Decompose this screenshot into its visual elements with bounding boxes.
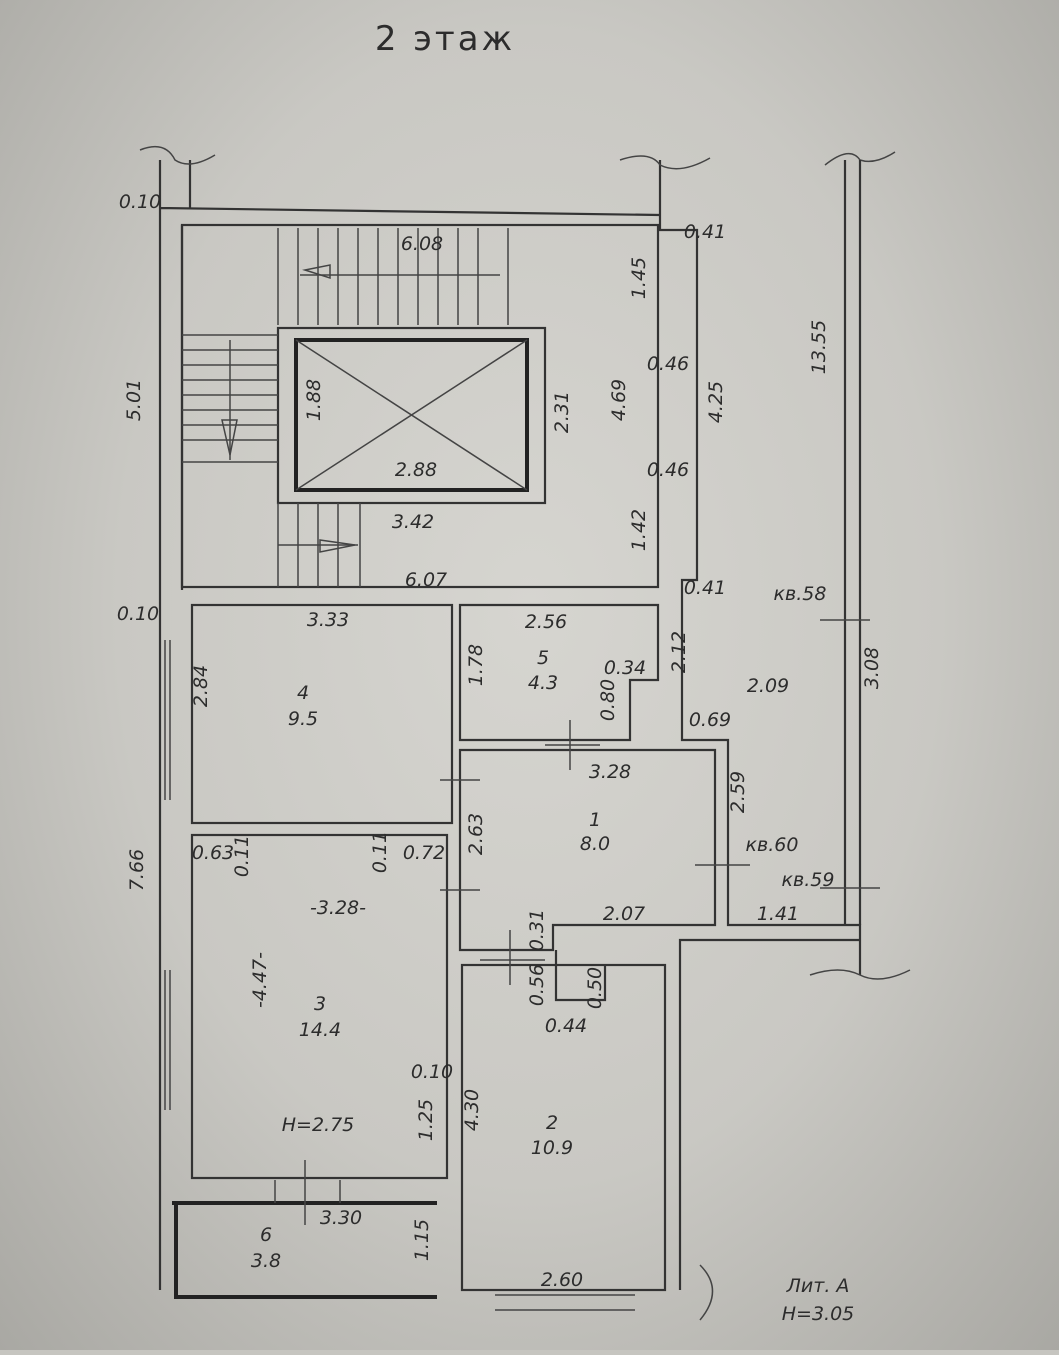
dimension-label: 0.44 — [545, 1015, 587, 1037]
apartment-label: кв.59 — [782, 869, 835, 891]
room-area: 10.9 — [531, 1137, 573, 1159]
dimension-label: 0.63 — [192, 842, 234, 864]
room-number: 6 — [260, 1224, 272, 1246]
dimension-label: 5.01 — [123, 379, 145, 421]
dimension-label: 0.41 — [684, 221, 726, 243]
dimension-label: 1.88 — [303, 379, 325, 421]
dimension-label: -3.28- — [310, 897, 366, 919]
dimension-label: 0.50 — [584, 967, 606, 1009]
dimension-label: 2.56 — [525, 611, 567, 633]
dimension-label: 0.46 — [647, 459, 689, 481]
room-area: 4.3 — [528, 672, 558, 694]
room-area: 14.4 — [299, 1019, 341, 1041]
room-area: 9.5 — [288, 708, 318, 730]
dimension-label: 0.10 — [411, 1061, 453, 1083]
dimension-label: 4.25 — [705, 381, 727, 423]
dimension-label: 4.69 — [608, 379, 630, 421]
dimension-label: -4.47- — [249, 952, 271, 1008]
dimension-label: 0.10 — [119, 191, 161, 213]
dimension-label: 0.11 — [369, 831, 391, 873]
dimension-label: 2.07 — [603, 903, 645, 925]
dimension-label: 1.42 — [628, 509, 650, 551]
dimension-label: 1.15 — [411, 1219, 433, 1261]
dimension-label: 2.59 — [727, 771, 749, 813]
room-number: 4 — [297, 682, 309, 704]
walls — [139, 145, 911, 1321]
dimension-label: 3.08 — [861, 647, 883, 689]
dimension-label: 3.33 — [307, 609, 349, 631]
dimension-label: 0.34 — [604, 657, 646, 679]
dimension-label: 0.10 — [117, 603, 159, 625]
dimension-label: 3.28 — [589, 761, 631, 783]
dimension-label: 2.09 — [747, 675, 789, 697]
room-number: 5 — [537, 647, 549, 669]
dimension-labels: 0.10 6.08 0.41 1.45 13.55 5.01 1.88 2.31 4.69 0.4… — [117, 191, 883, 1291]
dimension-label: 2.88 — [395, 459, 437, 481]
dimension-label: 7.66 — [126, 849, 148, 891]
dimension-label: 1.41 — [757, 903, 799, 925]
dimension-label: 2.60 — [541, 1269, 583, 1291]
dimension-label: 6.07 — [405, 569, 447, 591]
lit-label: Лит. А — [786, 1275, 850, 1297]
dimension-label: 2.12 — [668, 631, 690, 673]
dimension-label: 0.11 — [231, 835, 253, 877]
room-number: 3 — [314, 993, 326, 1015]
dimension-label: 2.31 — [551, 391, 573, 433]
room-number: 1 — [589, 809, 601, 831]
dimension-label: 13.55 — [808, 320, 830, 374]
room-area: 3.8 — [251, 1250, 281, 1272]
room-labels: 1 8.0 2 10.9 3 14.4 4 9.5 5 4.3 6 3.8 кв… — [251, 583, 854, 1325]
floor-title: 2 этаж — [375, 19, 515, 59]
dimension-label: 0.69 — [689, 709, 731, 731]
dimension-label: 0.72 — [403, 842, 445, 864]
dimension-label: 0.41 — [684, 577, 726, 599]
dimension-label: 2.63 — [465, 813, 487, 855]
dimension-label: 0.56 — [526, 964, 548, 1006]
dimension-label: 0.80 — [597, 679, 619, 721]
dimension-label: 0.31 — [526, 909, 548, 951]
dimension-label: 4.30 — [461, 1089, 483, 1131]
room-number: 2 — [546, 1112, 558, 1134]
apartment-label: кв.58 — [774, 583, 827, 605]
dimension-label: 6.08 — [401, 233, 443, 255]
apartment-label: кв.60 — [746, 834, 799, 856]
dimension-label: 3.42 — [392, 511, 434, 533]
room-area: 8.0 — [580, 833, 610, 855]
dimension-label: 3.30 — [320, 1207, 362, 1229]
dimension-label: 0.46 — [647, 353, 689, 375]
ceiling-height: Н=2.75 — [282, 1114, 355, 1136]
building-height: Н=3.05 — [782, 1303, 855, 1325]
dimension-label: 1.45 — [628, 257, 650, 299]
dimension-label: 1.25 — [415, 1099, 437, 1141]
dimension-label: 1.78 — [465, 644, 487, 686]
dimension-label: 2.84 — [190, 665, 212, 707]
